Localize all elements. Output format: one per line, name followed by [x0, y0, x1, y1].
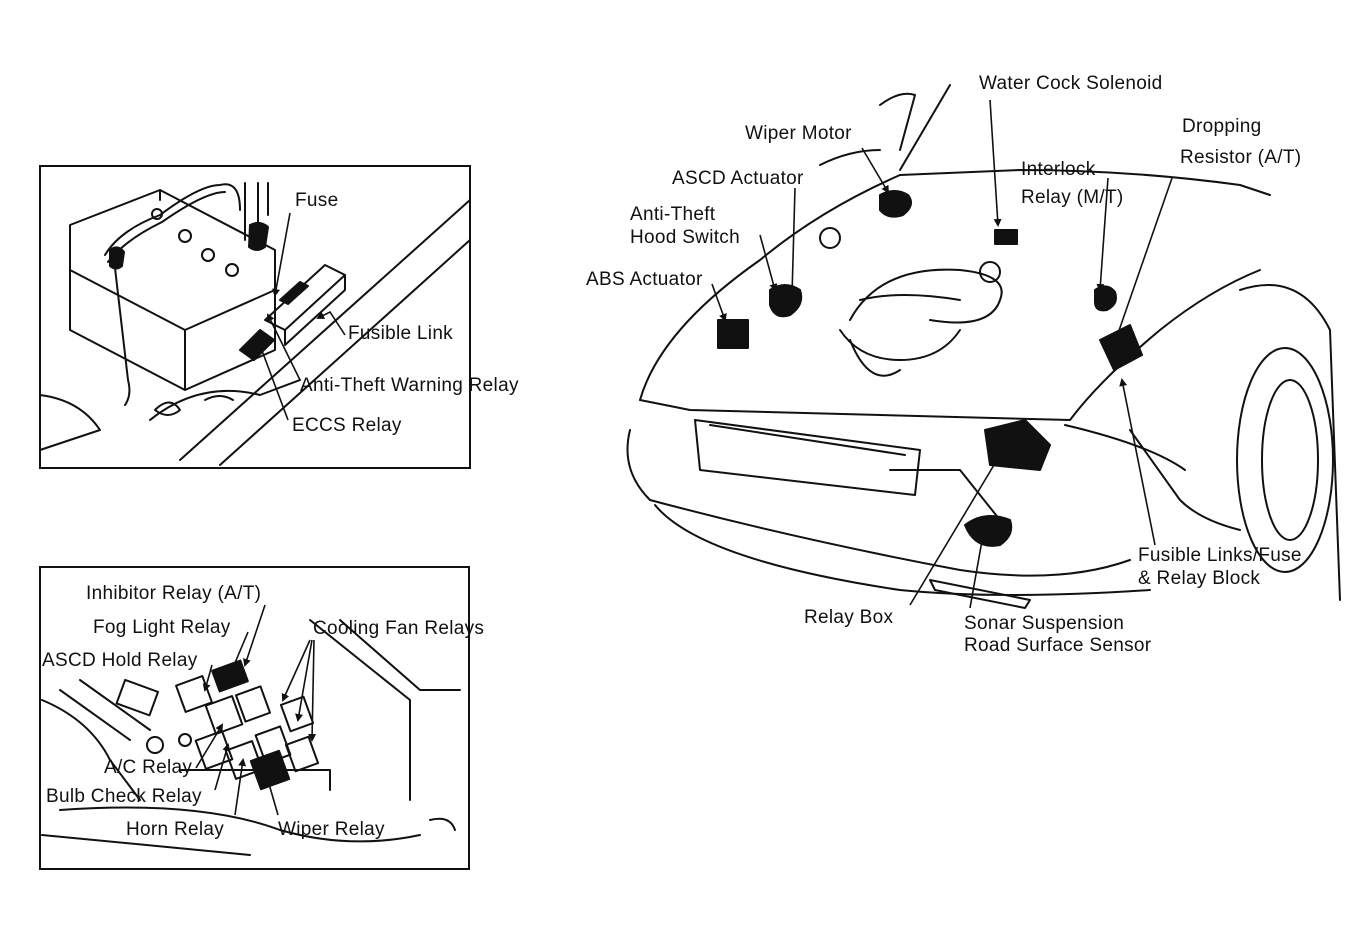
- vehicle-leaders: [711, 99, 1173, 609]
- label-eccs-relay: ECCS Relay: [292, 415, 402, 436]
- label-cooling-fan-relays: Cooling Fan Relays: [313, 618, 485, 639]
- battery-inset-artwork: [39, 182, 471, 466]
- label-fusible-link: Fusible Link: [348, 323, 453, 344]
- relay-inset-panel: [39, 566, 470, 870]
- label-inhibitor-relay: Inhibitor Relay (A/T): [86, 583, 262, 604]
- relay-inset-leaders: [195, 604, 317, 816]
- battery-inset-panel: [39, 165, 471, 469]
- battery-inset-leaders: [256, 212, 346, 421]
- label-wiper-motor: Wiper Motor: [745, 123, 852, 144]
- label-fog-light-relay: Fog Light Relay: [93, 617, 231, 638]
- label-ascd-hold-relay: ASCD Hold Relay: [42, 650, 198, 671]
- label-water-cock-solenoid: Water Cock Solenoid: [979, 73, 1163, 94]
- label-anti-theft-hood-switch-line2: Hood Switch: [630, 227, 740, 248]
- label-ac-relay: A/C Relay: [104, 757, 193, 778]
- label-interlock-relay-line1: Interlock: [1021, 159, 1096, 180]
- label-ascd-actuator: ASCD Actuator: [672, 168, 804, 189]
- label-anti-theft-hood-switch-line1: Anti-Theft: [630, 204, 716, 225]
- label-fuse: Fuse: [295, 190, 339, 211]
- label-fusible-links-block-line1: Fusible Links/Fuse: [1138, 545, 1302, 566]
- label-sonar-sensor-line1: Sonar Suspension: [964, 613, 1125, 634]
- label-fusible-links-block-line2: & Relay Block: [1138, 568, 1261, 589]
- vehicle-artwork: [626, 84, 1341, 609]
- label-interlock-relay-line2: Relay (M/T): [1021, 187, 1124, 208]
- label-anti-theft-warning-relay: Anti-Theft Warning Relay: [300, 375, 519, 396]
- label-dropping-resistor-line2: Resistor (A/T): [1180, 147, 1302, 168]
- label-sonar-sensor-line2: Road Surface Sensor: [964, 635, 1152, 656]
- label-relay-box: Relay Box: [804, 607, 894, 628]
- label-dropping-resistor-line1: Dropping: [1182, 116, 1262, 137]
- label-horn-relay: Horn Relay: [126, 819, 225, 840]
- label-abs-actuator: ABS Actuator: [586, 269, 703, 290]
- label-wiper-relay: Wiper Relay: [278, 819, 385, 840]
- label-bulb-check-relay: Bulb Check Relay: [46, 786, 202, 807]
